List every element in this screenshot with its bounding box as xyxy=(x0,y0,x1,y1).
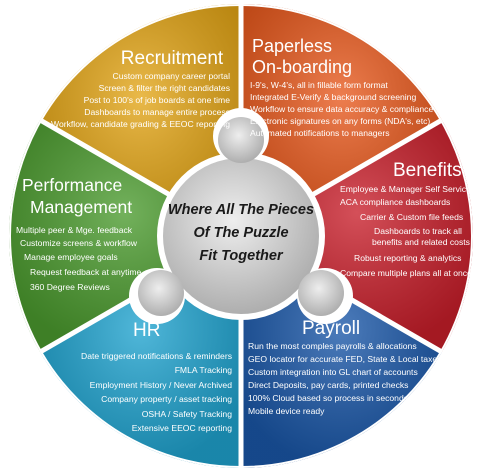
segment-performance-management-shade xyxy=(9,120,242,352)
center-line-1: Where All The Pieces xyxy=(168,202,314,218)
segment-item: Employment History / Never Archived xyxy=(90,380,233,390)
segment-item: Workflow to ensure data accuracy & compl… xyxy=(250,104,433,114)
segment-item: Employee & Manager Self Service xyxy=(340,184,471,194)
segment-benefits-shade xyxy=(241,120,473,352)
segment-item: Customize screens & workflow xyxy=(20,238,138,248)
puzzle-knob-left xyxy=(138,270,184,316)
center-line-2: Of The Puzzle xyxy=(193,225,288,241)
segment-item: Dashboards to track all xyxy=(374,226,462,236)
segment-title: Benefits xyxy=(393,160,462,181)
segment-item: Integrated E-Verify & background screeni… xyxy=(250,92,416,102)
segment-title: Performance xyxy=(22,175,122,195)
segment-title: Payroll xyxy=(302,318,360,339)
segment-item: GEO locator for accurate FED, State & Lo… xyxy=(248,354,441,364)
segment-item: Company property / asset tracking xyxy=(101,394,232,404)
puzzle-knob-top xyxy=(218,117,264,163)
segment-payroll-text: Payroll Run the most comples payrolls & … xyxy=(248,318,441,416)
center-puzzle-piece: Where All The Pieces Of The Puzzle Fit T… xyxy=(129,108,353,324)
segment-item: Request feedback at anytime xyxy=(30,267,142,277)
segment-recruitment-text: Recruitment Custom company career portal… xyxy=(51,48,230,129)
segment-item: Compare multiple plans all at once xyxy=(340,268,472,278)
segment-item: 360 Degree Reviews xyxy=(30,282,110,292)
segment-hr-text: HR Date triggered notifications & remind… xyxy=(81,320,232,433)
segment-title: Recruitment xyxy=(121,48,224,69)
segment-item: Screen & filter the right candidates xyxy=(99,83,230,93)
segment-title: HR xyxy=(133,320,160,341)
segment-item: Date triggered notifications & reminders xyxy=(81,351,232,361)
segment-title: On-boarding xyxy=(252,57,352,77)
segment-item: Custom integration into GL chart of acco… xyxy=(248,367,418,377)
segment-item: Electronic signatures on any forms (NDA'… xyxy=(250,116,430,126)
segment-item: benefits and related costs xyxy=(372,237,470,247)
center-line-3: Fit Together xyxy=(199,248,284,264)
wheel-rim xyxy=(9,4,473,468)
segment-item: Extensive EEOC reporting xyxy=(132,423,233,433)
segment-item: Manage employee goals xyxy=(24,252,118,262)
segment-benefits-text: Benefits Employee & Manager Self Service… xyxy=(340,160,472,278)
segment-item: Run the most comples payrolls & allocati… xyxy=(248,341,417,351)
segment-paperless-onboarding-text: Paperless On-boarding I-9's, W-4's, all … xyxy=(250,36,433,138)
segment-item: Post to 100's of job boards at one time xyxy=(84,95,231,105)
segment-item: OSHA / Safety Tracking xyxy=(142,409,232,419)
segment-item: Workflow, candidate grading & EEOC repor… xyxy=(51,119,230,129)
segment-item: Custom company career portal xyxy=(113,71,231,81)
segment-item: 100% Cloud based so process in seconds xyxy=(248,393,408,403)
segment-item: Dashboards to manage entire process xyxy=(84,107,230,117)
segment-item: Automated notifications to managers xyxy=(250,128,390,138)
segment-performance-management-text: Performance Management Multiple peer & M… xyxy=(16,175,142,292)
segment-item: I-9's, W-4's, all in fillable form forma… xyxy=(250,80,388,90)
segment-title: Management xyxy=(30,197,132,217)
segment-item: Direct Deposits, pay cards, printed chec… xyxy=(248,380,408,390)
segment-item: FMLA Tracking xyxy=(175,365,233,375)
segment-item: Carrier & Custom file feeds xyxy=(360,212,463,222)
segment-item: Robust reporting & analytics xyxy=(354,253,461,263)
segment-title: Paperless xyxy=(252,36,332,56)
center-disc xyxy=(163,158,319,314)
segment-item: Multiple peer & Mge. feedback xyxy=(16,225,133,235)
segment-item: Mobile device ready xyxy=(248,406,325,416)
segment-item: ACA compliance dashboards xyxy=(340,197,450,207)
puzzle-knob-right xyxy=(298,270,344,316)
